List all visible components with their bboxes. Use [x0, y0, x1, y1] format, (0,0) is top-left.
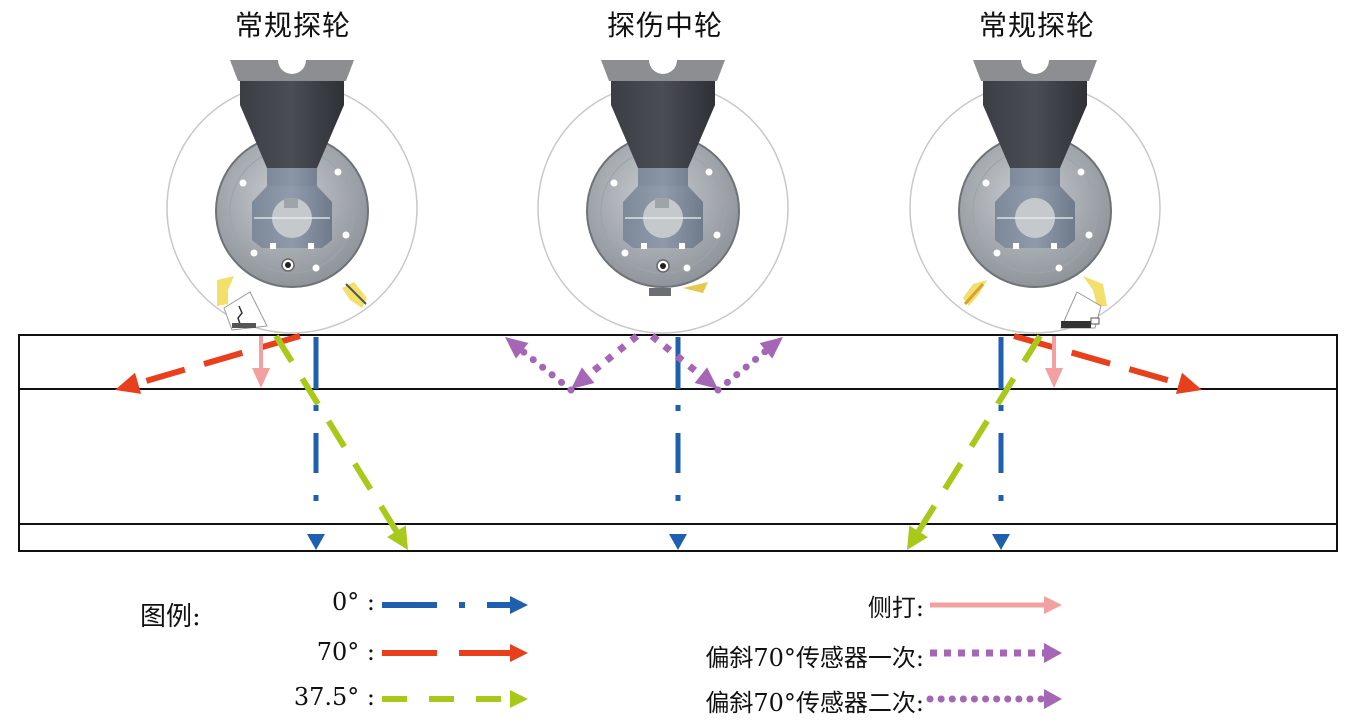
- beam-skew70-second-right-shaft: [714, 346, 771, 394]
- rail-outline: [18, 334, 1338, 552]
- beam-skew70-first-left-shaft: [584, 333, 640, 380]
- wheel-left: [166, 59, 418, 334]
- legend-swatch-70deg-arrowhead: [510, 644, 528, 662]
- legend-swatch-skew70-first-arrowhead: [1044, 643, 1062, 663]
- legend-swatch-0deg-arrowhead: [510, 596, 528, 614]
- beam-skew70-first-left-arrowhead: [571, 367, 595, 389]
- probe-sensor: [1061, 321, 1091, 328]
- beam-0deg-right-arrowhead: [992, 534, 1010, 550]
- beam-37-5deg-right-shaft: [915, 334, 1043, 535]
- beam-side-left-arrowhead: [252, 368, 270, 388]
- legend-swatch-37-5deg-arrowhead: [510, 690, 528, 708]
- wheel-right: [909, 59, 1161, 334]
- beam-paths: [115, 333, 1202, 550]
- sensor-clamp-right: [1083, 276, 1107, 306]
- beam-70deg-right-arrowhead: [1175, 372, 1202, 394]
- beam-70deg-right-shaft: [1013, 333, 1182, 387]
- legend-swatches: [382, 596, 1062, 709]
- beam-skew70-first-right-arrowhead: [694, 367, 718, 389]
- beam-skew70-second-right-arrowhead: [759, 337, 783, 359]
- legend-label-skew70-first: 偏斜70°传感器一次:: [705, 644, 924, 672]
- probe-sensor: [649, 288, 671, 296]
- beam-37-5deg-left-arrowhead: [387, 525, 408, 550]
- wheel-title-left: 常规探轮: [234, 9, 351, 42]
- beam-0deg-left-arrowhead: [307, 534, 325, 550]
- beam-37-5deg-right-arrowhead: [907, 525, 928, 550]
- beam-0deg-center-arrowhead: [669, 534, 687, 550]
- beam-37-5deg-left-shaft: [273, 334, 401, 535]
- beam-skew70-second-left-arrowhead: [505, 337, 529, 359]
- beam-side-right-arrowhead: [1045, 368, 1063, 388]
- legend-swatch-side-arrowhead: [1044, 596, 1062, 614]
- axle-key: [284, 198, 298, 208]
- probe-sensor: [232, 323, 256, 328]
- legend-heading: 图例:: [140, 602, 201, 632]
- legend-label-0deg: 0° :: [332, 588, 375, 616]
- beam-skew70-second-left-shaft: [517, 346, 575, 394]
- beam-70deg-left-arrowhead: [115, 372, 142, 394]
- legend-label-37-5deg: 37.5° :: [293, 683, 375, 711]
- beam-70deg-left-shaft: [135, 333, 301, 387]
- legend-label-skew70-second: 偏斜70°传感器二次:: [705, 689, 924, 717]
- sensor-clamp-right: [342, 282, 367, 308]
- beam-skew70-first-right-shaft: [649, 333, 705, 380]
- wheel-title-center: 探伤中轮: [606, 9, 723, 42]
- wheel-title-right: 常规探轮: [978, 9, 1095, 42]
- wheel-center: [537, 59, 789, 334]
- legend-swatch-skew70-second-arrowhead: [1044, 689, 1062, 709]
- legend-label-70deg: 70° :: [316, 638, 375, 666]
- sensor-clamp-left: [217, 276, 234, 306]
- legend-label-side: 侧打:: [867, 594, 924, 622]
